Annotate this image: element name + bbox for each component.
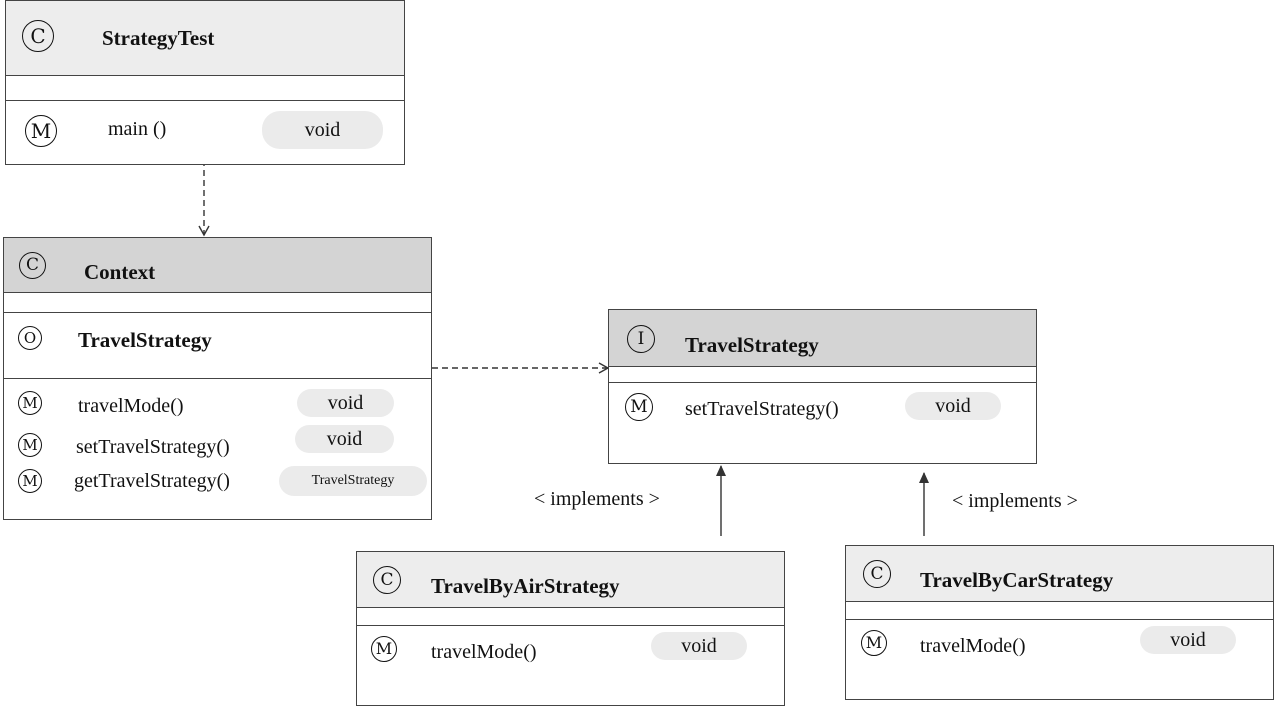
field-row: O TravelStrategy bbox=[4, 313, 431, 379]
attributes-section bbox=[4, 293, 431, 313]
method-row: M travelMode() void bbox=[357, 626, 784, 686]
method-name: setTravelStrategy() bbox=[685, 398, 839, 420]
class-name: TravelByCarStrategy bbox=[920, 568, 1114, 592]
attributes-section bbox=[357, 608, 784, 626]
implements-label-air: < implements > bbox=[534, 488, 660, 510]
class-name: TravelByAirStrategy bbox=[431, 574, 620, 598]
method-name: travelMode() bbox=[431, 641, 537, 663]
return-type-badge: TravelStrategy bbox=[279, 466, 427, 496]
class-box-travel-by-air: C TravelByAirStrategy M travelMode() voi… bbox=[356, 551, 785, 706]
field-icon: O bbox=[18, 326, 42, 350]
class-name: Context bbox=[84, 260, 156, 284]
interface-name: TravelStrategy bbox=[685, 333, 819, 357]
class-header: C Context bbox=[4, 238, 431, 293]
method-row: M travelMode() void bbox=[846, 620, 1273, 680]
method-name: getTravelStrategy() bbox=[74, 470, 230, 492]
return-type-badge: void bbox=[651, 632, 747, 660]
class-header: C TravelByCarStrategy bbox=[846, 546, 1273, 602]
return-type-badge: void bbox=[295, 425, 394, 453]
method-icon: M bbox=[625, 393, 653, 421]
implements-label-car: < implements > bbox=[952, 490, 1078, 512]
method-row: M main () void bbox=[6, 101, 404, 163]
method-icon: M bbox=[18, 469, 42, 493]
class-icon: C bbox=[19, 252, 46, 279]
interface-header: I TravelStrategy bbox=[609, 310, 1036, 367]
method-icon: M bbox=[371, 636, 397, 662]
method-name: travelMode() bbox=[78, 395, 184, 417]
attributes-section bbox=[6, 76, 404, 101]
method-name: travelMode() bbox=[920, 635, 1026, 657]
field-name: TravelStrategy bbox=[78, 328, 212, 352]
method-row: M setTravelStrategy() void bbox=[609, 383, 1036, 443]
method-icon: M bbox=[25, 115, 57, 147]
return-type-badge: void bbox=[905, 392, 1001, 420]
method-icon: M bbox=[861, 630, 887, 656]
class-icon: C bbox=[373, 566, 401, 594]
attributes-section bbox=[609, 367, 1036, 383]
class-box-strategy-test: C StrategyTest M main () void bbox=[5, 0, 405, 165]
method-icon: M bbox=[18, 433, 42, 457]
return-type-badge: void bbox=[262, 111, 383, 149]
class-box-context: C Context O TravelStrategy M travelMode(… bbox=[3, 237, 432, 520]
class-name: StrategyTest bbox=[102, 26, 215, 50]
method-row: M setTravelStrategy() void bbox=[4, 425, 431, 465]
class-header: C TravelByAirStrategy bbox=[357, 552, 784, 608]
attributes-section bbox=[846, 602, 1273, 620]
return-type-badge: void bbox=[1140, 626, 1236, 654]
method-row: M getTravelStrategy() TravelStrategy bbox=[4, 465, 431, 505]
class-icon: C bbox=[22, 20, 54, 52]
method-name: main () bbox=[108, 118, 167, 140]
class-header: C StrategyTest bbox=[6, 1, 404, 76]
interface-box-travel-strategy: I TravelStrategy M setTravelStrategy() v… bbox=[608, 309, 1037, 464]
class-box-travel-by-car: C TravelByCarStrategy M travelMode() voi… bbox=[845, 545, 1274, 700]
method-row: M travelMode() void bbox=[4, 379, 431, 425]
method-icon: M bbox=[18, 391, 42, 415]
return-type-badge: void bbox=[297, 389, 394, 417]
interface-icon: I bbox=[627, 325, 655, 353]
class-icon: C bbox=[863, 560, 891, 588]
method-name: setTravelStrategy() bbox=[76, 436, 230, 458]
